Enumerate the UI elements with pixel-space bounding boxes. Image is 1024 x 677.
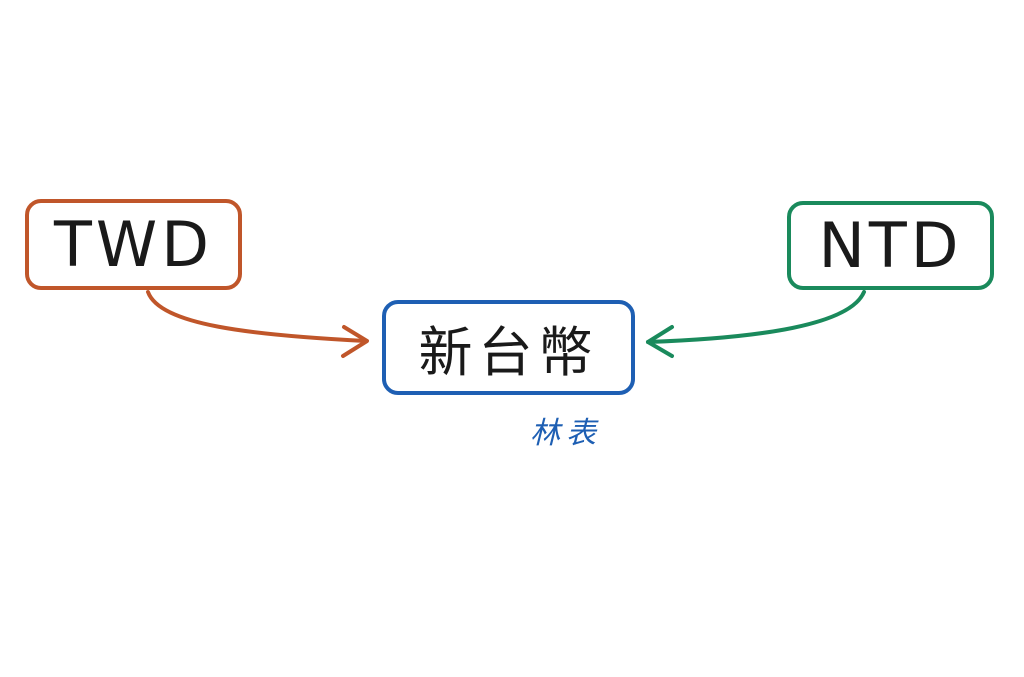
node-twd-label: TWD [54,208,213,281]
arrowhead-ntd-icon [646,325,674,358]
arrowhead-twd-icon [341,325,369,358]
node-center: 新台幣 [382,300,635,395]
node-ntd: NTD [787,201,994,290]
arrow-ntd-to-center [646,290,866,344]
node-twd: TWD [25,199,242,290]
node-center-label: 新台幣 [418,321,599,384]
signature-annotation: 林表 [530,416,602,451]
node-ntd-label: NTD [818,209,963,282]
arrow-twd-to-center [146,290,368,343]
